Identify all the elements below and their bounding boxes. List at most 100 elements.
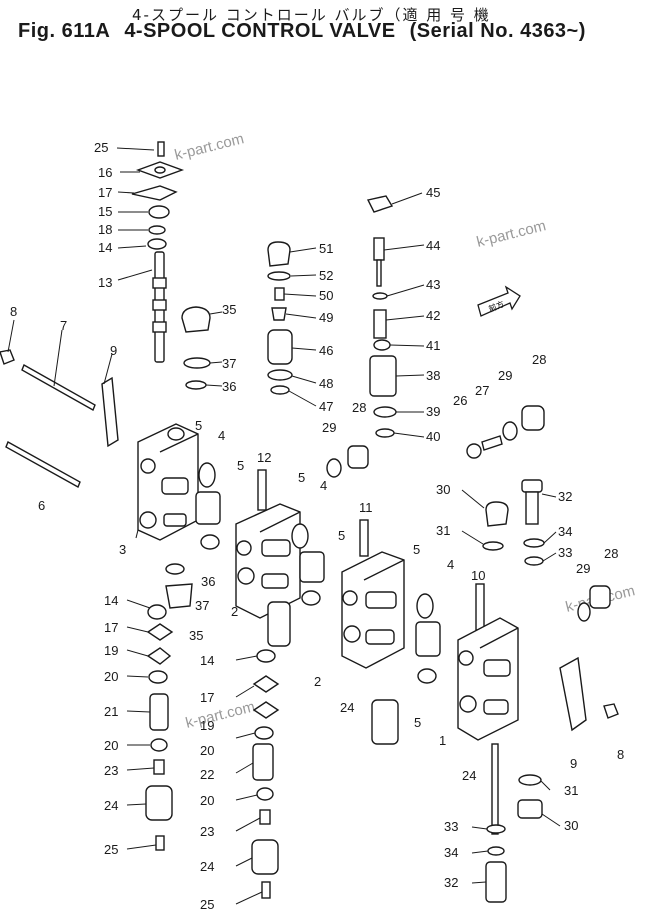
callout-label: 32 bbox=[444, 875, 458, 890]
callout-label: 19 bbox=[200, 718, 214, 733]
callout-label: 2 bbox=[314, 674, 321, 689]
watermark: k-part.com bbox=[173, 130, 246, 164]
callout-label: 48 bbox=[319, 376, 333, 391]
callout-label: 20 bbox=[104, 669, 118, 684]
callout-label: 20 bbox=[200, 743, 214, 758]
callout-label: 14 bbox=[104, 593, 118, 608]
callout-label: 10 bbox=[471, 568, 485, 583]
callout-label: 31 bbox=[564, 783, 578, 798]
callout-label: 26 bbox=[453, 393, 467, 408]
callout-label: 36 bbox=[222, 379, 236, 394]
callout-label: 16 bbox=[98, 165, 112, 180]
callout-label: 20 bbox=[200, 793, 214, 808]
callout-label: 28 bbox=[532, 352, 546, 367]
callout-label: 52 bbox=[319, 268, 333, 283]
front-direction-arrow: 前方 bbox=[477, 285, 521, 317]
valve-section-2-right-group bbox=[341, 195, 545, 745]
callout-label: 6 bbox=[38, 498, 45, 513]
callout-label: 8 bbox=[617, 747, 624, 762]
callout-labels: 25 16 17 15 18 14 13 8 7 9 6 3 35 37 36 … bbox=[10, 140, 624, 911]
valve-section-2-center-group bbox=[235, 241, 369, 899]
serial-range: (Serial No. 4363~) bbox=[409, 20, 586, 42]
callout-label: 25 bbox=[200, 897, 214, 911]
title-japanese: 4-スプール コントロール バルブ（適 用 号 機 bbox=[132, 6, 491, 24]
callout-label: 50 bbox=[319, 288, 333, 303]
callout-label: 40 bbox=[426, 429, 440, 444]
callout-label: 5 bbox=[298, 470, 305, 485]
callout-label: 14 bbox=[98, 240, 112, 255]
callout-label: 28 bbox=[352, 400, 366, 415]
callout-label: 17 bbox=[98, 185, 112, 200]
valve-section-3-group bbox=[0, 141, 221, 851]
callout-label: 35 bbox=[222, 302, 236, 317]
callout-label: 15 bbox=[98, 204, 112, 219]
callout-label: 20 bbox=[104, 738, 118, 753]
callout-label: 9 bbox=[570, 756, 577, 771]
callout-label: 4 bbox=[447, 557, 454, 572]
callout-label: 14 bbox=[200, 653, 214, 668]
callout-label: 2 bbox=[231, 604, 238, 619]
watermark: k-part.com bbox=[475, 217, 548, 251]
figure-title-text: 4-SPOOL CONTROL VALVE bbox=[124, 20, 396, 42]
watermark: k-part.com bbox=[184, 698, 257, 732]
callout-label: 17 bbox=[104, 620, 118, 635]
callout-label: 32 bbox=[558, 489, 572, 504]
callout-label: 36 bbox=[201, 574, 215, 589]
callout-label: 27 bbox=[475, 383, 489, 398]
callout-label: 7 bbox=[60, 318, 67, 333]
callout-label: 33 bbox=[558, 545, 572, 560]
figure-label: Fig. 611A bbox=[18, 20, 111, 42]
callout-label: 37 bbox=[222, 356, 236, 371]
callout-label: 43 bbox=[426, 277, 440, 292]
callout-label: 25 bbox=[104, 842, 118, 857]
callout-label: 11 bbox=[359, 500, 373, 515]
callout-label: 5 bbox=[338, 528, 345, 543]
callout-label: 35 bbox=[189, 628, 203, 643]
leader-lines bbox=[7, 147, 561, 905]
callout-label: 19 bbox=[104, 643, 118, 658]
callout-label: 44 bbox=[426, 238, 440, 253]
callout-label: 34 bbox=[444, 845, 458, 860]
callout-label: 24 bbox=[200, 859, 214, 874]
callout-label: 30 bbox=[436, 482, 450, 497]
valve-section-1-group bbox=[457, 479, 619, 903]
callout-label: 5 bbox=[414, 715, 421, 730]
callout-label: 1 bbox=[439, 733, 446, 748]
callout-label: 49 bbox=[319, 310, 333, 325]
callout-label: 9 bbox=[110, 343, 117, 358]
callout-label: 24 bbox=[462, 768, 476, 783]
figure-title: Fig. 611A 4-SPOOL CONTROL VALVE (Serial No… bbox=[18, 20, 600, 43]
callout-label: 28 bbox=[604, 546, 618, 561]
callout-label: 23 bbox=[200, 824, 214, 839]
callout-label: 29 bbox=[322, 420, 336, 435]
callout-label: 12 bbox=[257, 450, 271, 465]
callout-label: 37 bbox=[195, 598, 209, 613]
callout-label: 5 bbox=[237, 458, 244, 473]
callout-label: 5 bbox=[413, 542, 420, 557]
callout-label: 25 bbox=[94, 140, 108, 155]
callout-label: 21 bbox=[104, 704, 118, 719]
callout-label: 33 bbox=[444, 819, 458, 834]
callout-label: 39 bbox=[426, 404, 440, 419]
callout-label: 23 bbox=[104, 763, 118, 778]
callout-label: 30 bbox=[564, 818, 578, 833]
callout-label: 8 bbox=[10, 304, 17, 319]
callout-label: 29 bbox=[498, 368, 512, 383]
callout-label: 24 bbox=[340, 700, 354, 715]
callout-label: 24 bbox=[104, 798, 118, 813]
callout-label: 38 bbox=[426, 368, 440, 383]
callout-label: 18 bbox=[98, 222, 112, 237]
callout-label: 29 bbox=[576, 561, 590, 576]
callout-label: 42 bbox=[426, 308, 440, 323]
callout-label: 4 bbox=[320, 478, 327, 493]
callout-label: 3 bbox=[119, 542, 126, 557]
callout-label: 5 bbox=[195, 418, 202, 433]
callout-label: 34 bbox=[558, 524, 572, 539]
callout-label: 51 bbox=[319, 241, 333, 256]
callout-label: 22 bbox=[200, 767, 214, 782]
callout-label: 17 bbox=[200, 690, 214, 705]
callout-label: 47 bbox=[319, 399, 333, 414]
callout-label: 45 bbox=[426, 185, 440, 200]
callout-label: 31 bbox=[436, 523, 450, 538]
